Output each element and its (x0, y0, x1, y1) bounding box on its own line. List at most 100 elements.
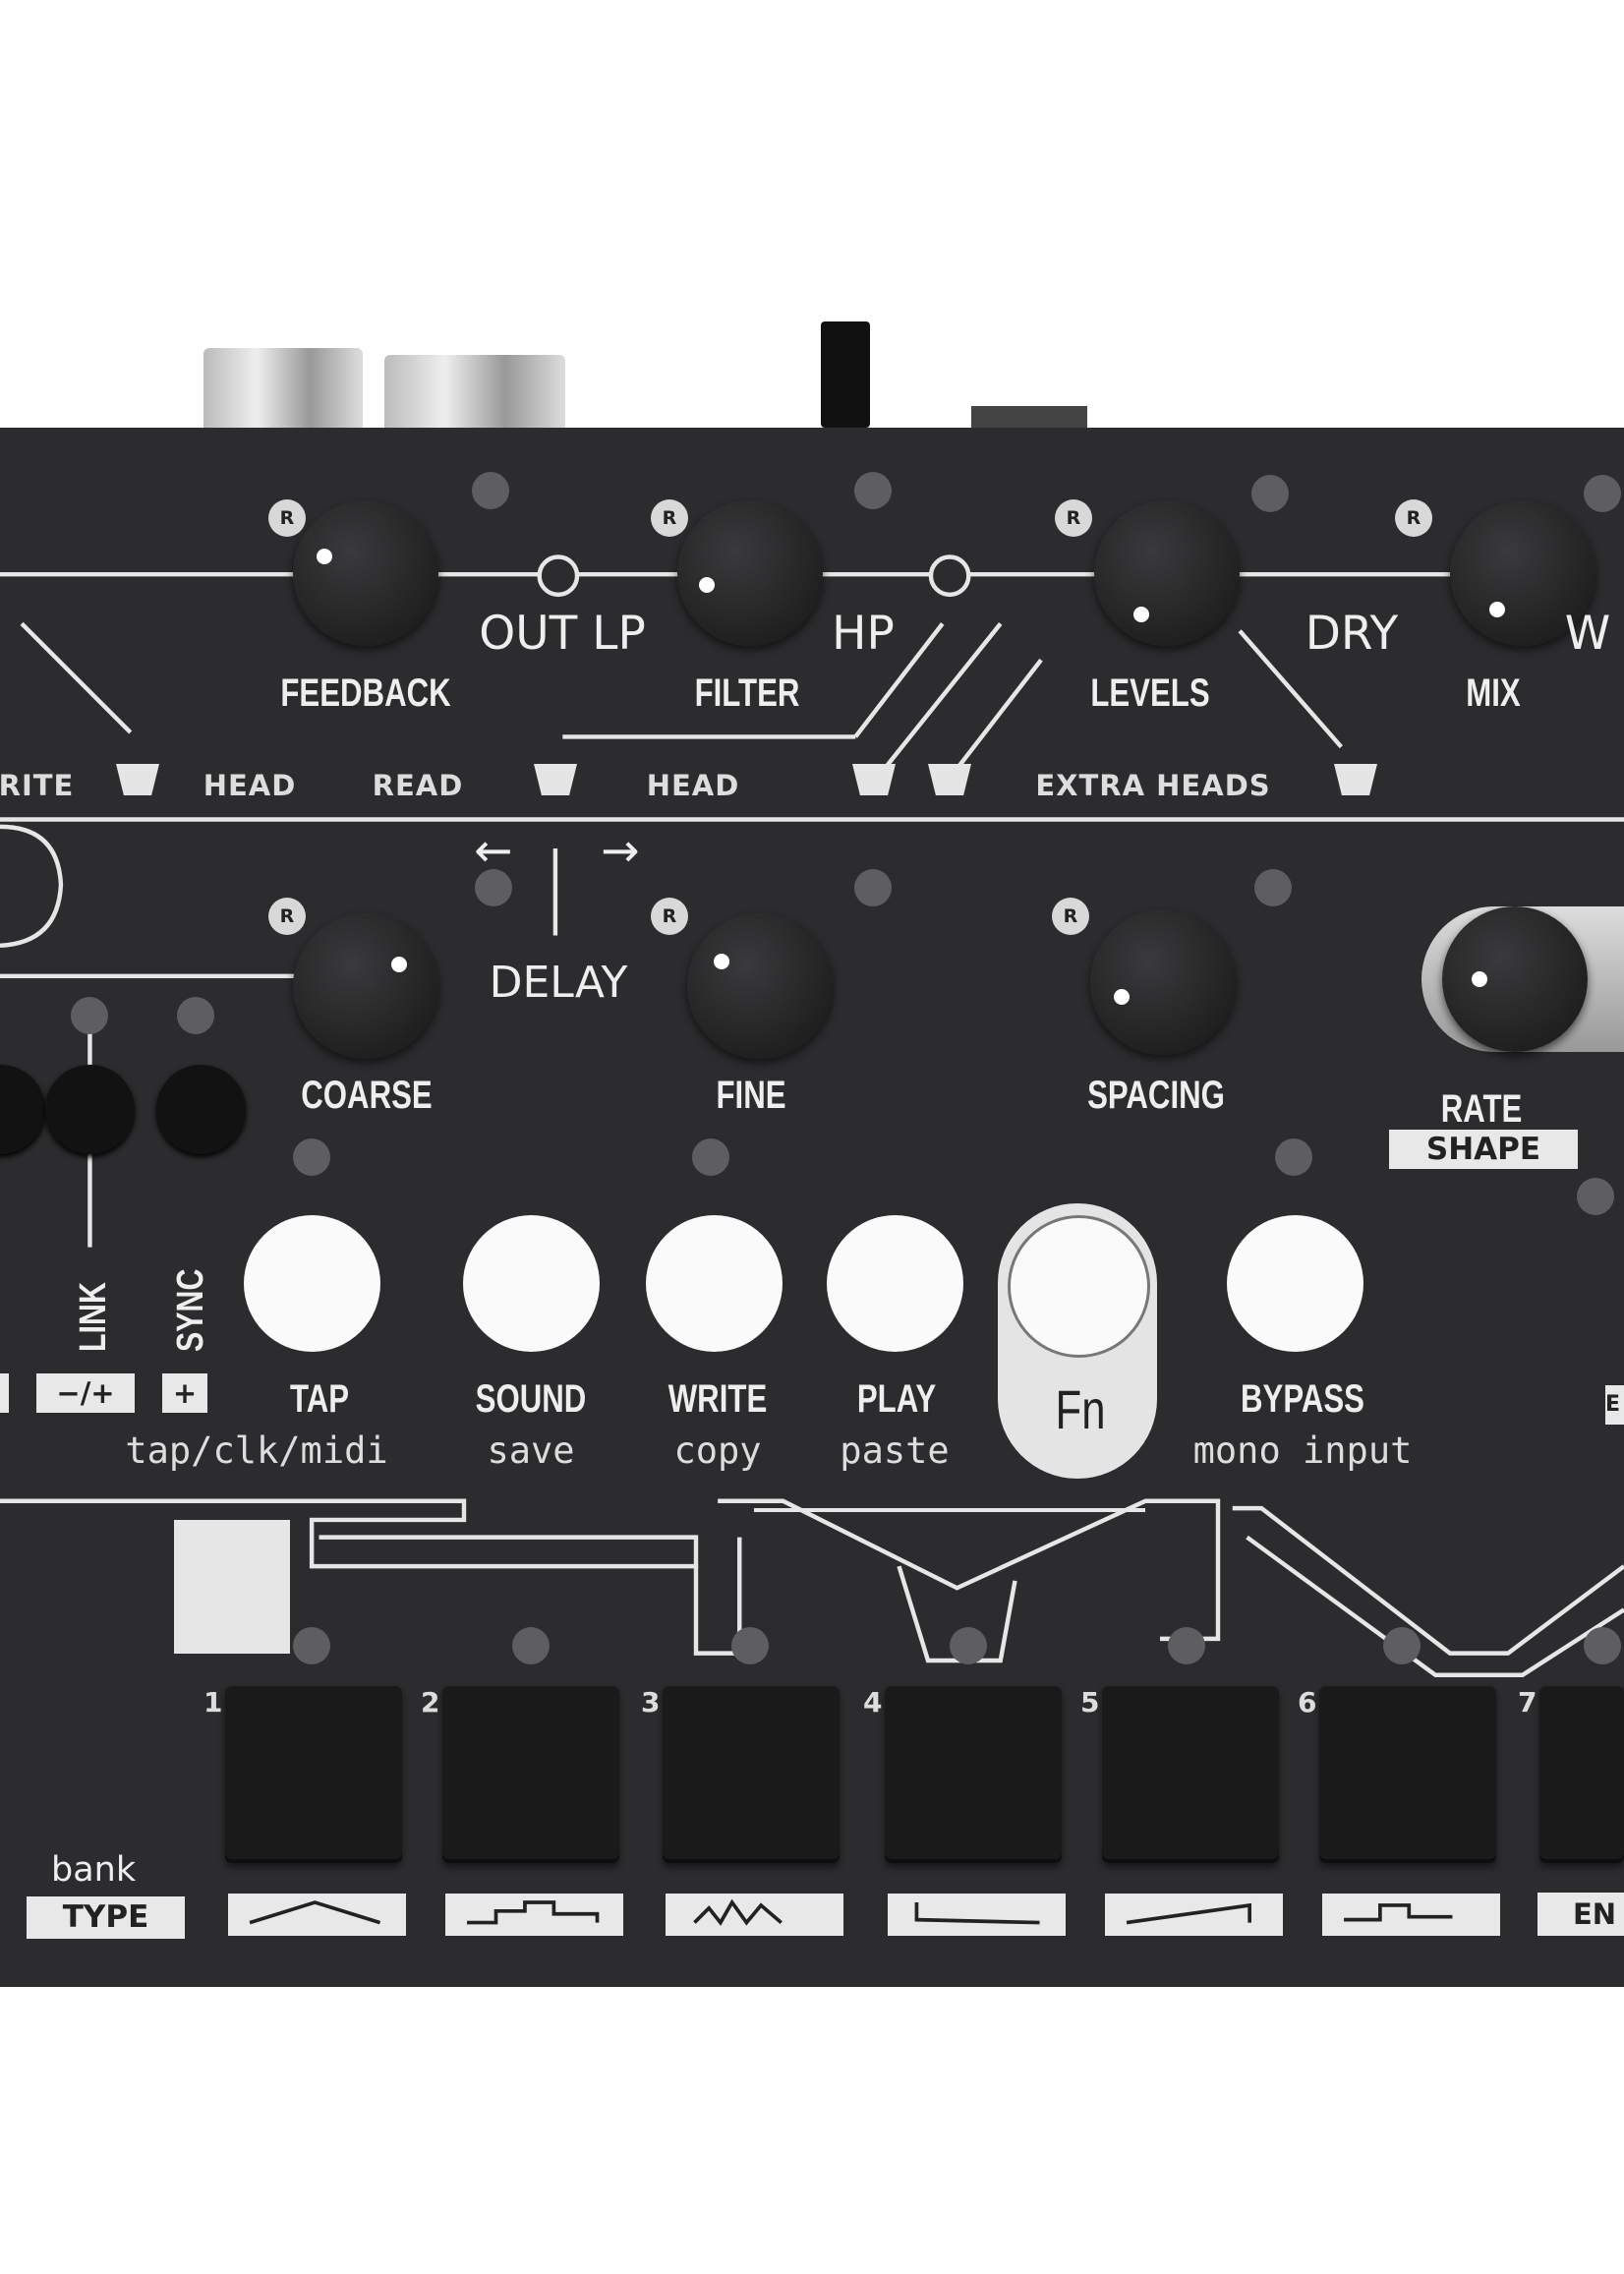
arrow-right-icon: → (601, 824, 640, 878)
pad-6[interactable] (1319, 1686, 1496, 1863)
mix-label: MIX (1466, 671, 1521, 715)
filter-knob[interactable] (677, 500, 823, 646)
pad-1[interactable] (225, 1686, 402, 1863)
link-button[interactable] (45, 1065, 135, 1154)
filter-hp-label: HP (832, 607, 895, 661)
led-indicator (692, 1138, 729, 1176)
write-button[interactable] (646, 1215, 783, 1352)
usb-port (971, 406, 1087, 428)
pad-led (512, 1627, 550, 1664)
pad-7[interactable] (1539, 1686, 1624, 1863)
type-label: TYPE (27, 1896, 185, 1939)
pad-led (293, 1627, 330, 1664)
fine-knob[interactable] (687, 913, 833, 1059)
pad-2[interactable] (442, 1686, 619, 1863)
input-jack (203, 348, 363, 428)
fn-label: Fn (1055, 1378, 1106, 1440)
rate-knob[interactable] (1442, 906, 1588, 1052)
tape-head-icon (1334, 764, 1377, 795)
bank-label: bank (51, 1850, 137, 1890)
pad-led (1584, 1627, 1621, 1664)
feedback-label: FEEDBACK (280, 671, 451, 715)
tap-label: TAP (289, 1377, 350, 1421)
led-indicator (1275, 1138, 1312, 1176)
pad-led (1383, 1627, 1421, 1664)
tape-head-icon (852, 764, 896, 795)
tape-head-icon (534, 764, 577, 795)
mix-dry-label: DRY (1305, 607, 1399, 661)
reset-badge: R (268, 499, 306, 537)
pad-number: 7 (1518, 1686, 1537, 1719)
led-indicator (1254, 869, 1292, 906)
levels-label: LEVELS (1090, 671, 1210, 715)
last-type-label: EN (1537, 1893, 1624, 1936)
bypass-sub-label: mono input (1192, 1429, 1413, 1472)
pad-number: 5 (1080, 1686, 1100, 1719)
write-head-label: RITE (0, 769, 75, 802)
reset-badge: R (651, 898, 688, 935)
levels-knob[interactable] (1094, 500, 1240, 646)
fn-button[interactable] (1008, 1215, 1150, 1358)
delay-label: DELAY (489, 958, 628, 1008)
tape-head-icon (116, 764, 159, 795)
play-label: PLAY (856, 1377, 937, 1421)
pad-led (950, 1627, 987, 1664)
pad-5[interactable] (1102, 1686, 1279, 1863)
play-sub-label: paste (840, 1429, 950, 1472)
reset-badge: R (1052, 898, 1089, 935)
pad-led (1168, 1627, 1205, 1664)
ramp-up-icon (1105, 1894, 1283, 1936)
led-indicator (1584, 475, 1621, 512)
sound-button[interactable] (463, 1215, 600, 1352)
square-step-icon (1322, 1894, 1500, 1936)
pad-3[interactable] (663, 1686, 840, 1863)
mix-wet-label: W (1564, 607, 1611, 661)
sound-sub-label: save (487, 1429, 575, 1472)
mix-knob[interactable] (1450, 500, 1595, 646)
write-label: WRITE (667, 1377, 768, 1421)
bypass-button[interactable] (1227, 1215, 1363, 1352)
sync-label: SYNC (170, 1268, 211, 1352)
led-indicator (177, 997, 214, 1034)
pad-led (731, 1627, 769, 1664)
pad-number: 3 (641, 1686, 661, 1719)
reset-badge: R (268, 898, 306, 935)
pad-number: 4 (863, 1686, 883, 1719)
play-button[interactable] (827, 1215, 963, 1352)
random-wave-icon (666, 1894, 843, 1936)
sound-label: SOUND (475, 1377, 587, 1421)
led-indicator (475, 869, 512, 906)
filter-out-lp-label: OUT LP (479, 607, 646, 661)
pad-number: 1 (203, 1686, 223, 1719)
reset-badge: R (1395, 499, 1432, 537)
led-indicator (71, 997, 108, 1034)
extra-heads-label: EXTRA HEADS (1035, 769, 1271, 802)
head-label: HEAD (203, 769, 297, 802)
spacing-label: SPACING (1087, 1074, 1225, 1117)
rate-label: RATE (1440, 1087, 1523, 1131)
coarse-label: COARSE (301, 1074, 433, 1117)
coarse-knob[interactable] (293, 913, 438, 1059)
pad-number: 2 (421, 1686, 440, 1719)
filter-label: FILTER (694, 671, 800, 715)
pad-4[interactable] (885, 1686, 1062, 1863)
triangle-wave-icon (228, 1894, 406, 1936)
tap-sub-label: tap/clk/midi (125, 1429, 388, 1472)
sync-box: + (162, 1373, 207, 1413)
tap-button[interactable] (244, 1215, 380, 1352)
ramp-down-icon (888, 1894, 1066, 1936)
head-label: HEAD (646, 769, 740, 802)
sync-button[interactable] (156, 1065, 246, 1154)
tape-head-icon (928, 764, 971, 795)
feedback-knob[interactable] (293, 500, 438, 646)
spacing-knob[interactable] (1090, 909, 1236, 1055)
power-connector (821, 321, 870, 428)
write-sub-label: copy (673, 1429, 762, 1472)
right-edge-box: E (1605, 1385, 1624, 1425)
reset-badge: R (651, 499, 688, 537)
bypass-label: BYPASS (1241, 1377, 1364, 1421)
fine-label: FINE (716, 1074, 786, 1117)
shape-label: SHAPE (1389, 1130, 1578, 1169)
